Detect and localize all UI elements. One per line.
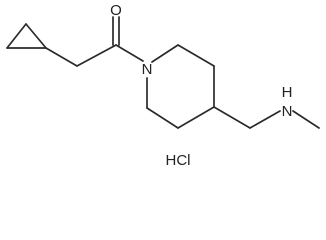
bond-c4-c5 — [177, 106, 215, 129]
bond-c2-c3 — [177, 44, 215, 67]
bond-n-c2 — [151, 44, 179, 63]
cyclopropyl-ring — [6, 23, 47, 49]
bond-cyclopropyl-2 — [6, 23, 27, 49]
bond-c5-c6 — [146, 107, 179, 129]
bond-ch2-carbonyl — [76, 44, 117, 67]
bond-nh-methyl — [292, 110, 320, 129]
chemical-structure-diagram: O N H N HCl — [6, 2, 320, 169]
ring-nitrogen-label: N — [142, 61, 153, 78]
bond-carbonyl-n — [115, 44, 144, 62]
oxygen-atom-label: O — [110, 2, 122, 19]
bond-ch2-nh — [249, 110, 281, 129]
bond-cyclopropyl-ch2 — [45, 47, 78, 67]
amine-hydrogen-label: H — [282, 84, 293, 101]
bond-c4-ch2 — [213, 106, 251, 129]
carbonyl-double-bond — [112, 16, 120, 46]
amine-nitrogen-label: N — [282, 103, 293, 120]
piperidine-ring — [146, 44, 215, 129]
bond-cyclopropyl-3 — [25, 23, 47, 49]
salt-label: HCl — [166, 152, 191, 169]
